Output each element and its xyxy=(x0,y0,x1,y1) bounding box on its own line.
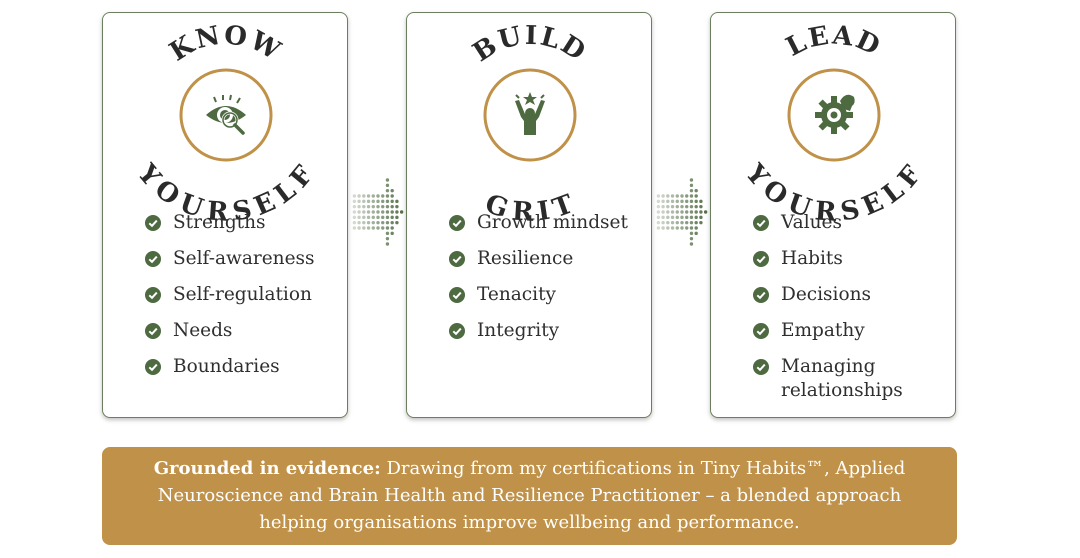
check-circle-icon xyxy=(753,359,769,375)
list-item: Habits xyxy=(753,247,947,271)
list-item: Self-awareness xyxy=(145,247,339,271)
badge-top-word: KNOW xyxy=(165,20,287,67)
item-label: Tenacity xyxy=(477,284,556,305)
item-label: Growth mindset xyxy=(477,212,628,233)
evidence-lead: Grounded in evidence: xyxy=(153,458,381,479)
list-item: Boundaries xyxy=(145,355,339,379)
item-label: Needs xyxy=(173,320,233,341)
item-label: Strengths xyxy=(173,212,266,233)
item-label: Integrity xyxy=(477,320,560,341)
item-list: Growth mindset Resilience Tenacity Integ… xyxy=(449,211,643,355)
list-item: Resilience xyxy=(449,247,643,271)
item-label: Self-regulation xyxy=(173,284,312,305)
check-circle-icon xyxy=(449,287,465,303)
dotted-arrow-right-icon xyxy=(352,178,404,246)
list-item: Needs xyxy=(145,319,339,343)
list-item: Self-regulation xyxy=(145,283,339,307)
list-item: Managing relationships xyxy=(753,355,947,403)
list-item: Integrity xyxy=(449,319,643,343)
dotted-arrow-right-icon xyxy=(656,178,708,246)
item-list: Values Habits Decisions Empathy Managing… xyxy=(753,211,947,415)
gear-head-icon xyxy=(815,94,855,134)
item-label: Empathy xyxy=(781,320,865,341)
item-label: Self-awareness xyxy=(173,248,315,269)
check-circle-icon xyxy=(145,215,161,231)
list-item: Values xyxy=(753,211,947,235)
item-label: Boundaries xyxy=(173,356,280,377)
evidence-text: Drawing from my certifications in Tiny H… xyxy=(157,458,906,533)
item-label: Resilience xyxy=(477,248,574,269)
item-label: Decisions xyxy=(781,284,872,305)
list-item: Growth mindset xyxy=(449,211,643,235)
badge-top-word: BUILD xyxy=(468,21,592,68)
badge-build-grit: BUILD GRIT xyxy=(425,21,635,228)
check-circle-icon xyxy=(753,323,769,339)
list-item: Strengths xyxy=(145,211,339,235)
check-circle-icon xyxy=(449,251,465,267)
evidence-banner: Grounded in evidence: Drawing from my ce… xyxy=(102,447,957,545)
raised-arms-star-icon xyxy=(515,92,545,135)
pillar-card-know-yourself: KNOW YOURSELF Strengths Self-awareness S… xyxy=(102,12,348,418)
check-circle-icon xyxy=(145,251,161,267)
badge-know-yourself: KNOW YOURSELF xyxy=(121,20,331,228)
check-circle-icon xyxy=(145,323,161,339)
check-circle-icon xyxy=(753,215,769,231)
check-circle-icon xyxy=(145,359,161,375)
list-item: Tenacity xyxy=(449,283,643,307)
item-label: Habits xyxy=(781,248,843,269)
badge-top-word: LEAD xyxy=(782,20,887,62)
check-circle-icon xyxy=(145,287,161,303)
badge-graphic: BUILD GRIT xyxy=(468,21,590,228)
check-circle-icon xyxy=(753,251,769,267)
check-circle-icon xyxy=(449,215,465,231)
list-item: Decisions xyxy=(753,283,947,307)
badge-graphic: LEAD YOURSELF xyxy=(739,20,927,228)
eye-magnifier-icon xyxy=(206,94,246,135)
pillar-card-lead-yourself: LEAD YOURSELF xyxy=(710,12,956,418)
item-list: Strengths Self-awareness Self-regulation… xyxy=(145,211,339,391)
item-label: Values xyxy=(781,212,842,233)
item-label: Managing relationships xyxy=(781,356,903,401)
check-circle-icon xyxy=(753,287,769,303)
list-item: Empathy xyxy=(753,319,947,343)
badge-lead-yourself: LEAD YOURSELF xyxy=(729,20,939,228)
badge-graphic: KNOW YOURSELF xyxy=(131,20,319,228)
pillar-card-build-grit: BUILD GRIT Growth mindset Resilience Ten… xyxy=(406,12,652,418)
check-circle-icon xyxy=(449,323,465,339)
